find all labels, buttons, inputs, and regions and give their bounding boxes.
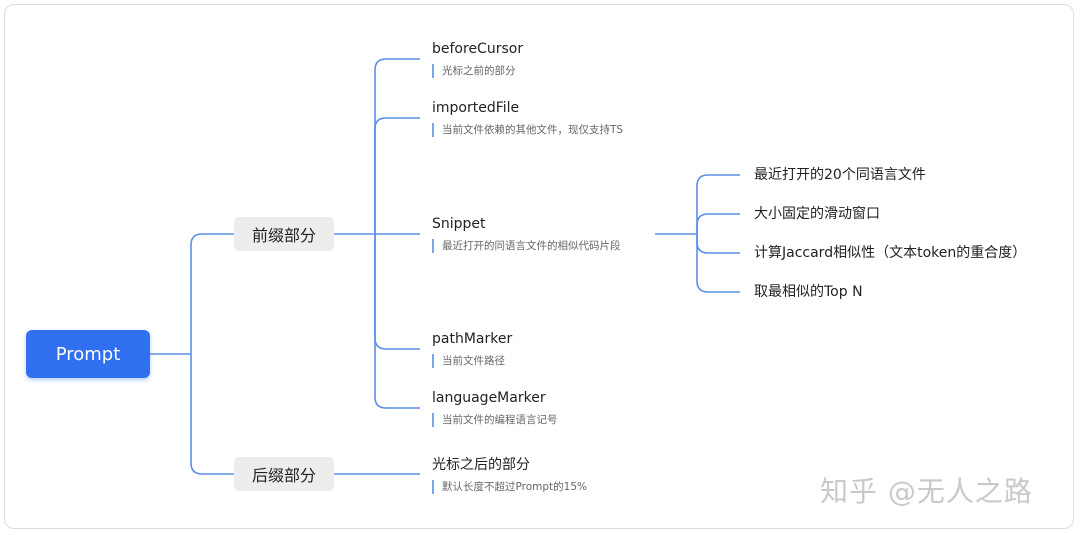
leaf-title: Snippet — [432, 216, 486, 232]
edge-snippet-child-2 — [696, 213, 740, 234]
branch-node-prefix: 前缀部分 — [234, 217, 334, 251]
snippet-child-top-n: 取最相似的Top N — [754, 284, 863, 300]
leaf-title: 光标之后的部分 — [432, 457, 530, 473]
edge-snippet-child-4 — [696, 234, 740, 293]
leaf-languagemarker: languageMarker 当前文件的编程语言记号 — [432, 389, 558, 427]
edge-prefix-beforecursor — [374, 58, 420, 234]
leaf-snippet: Snippet 最近打开的同语言文件的相似代码片段 — [432, 215, 621, 253]
leaf-beforecursor: beforeCursor 光标之前的部分 — [432, 40, 523, 78]
leaf-title: pathMarker — [432, 331, 513, 347]
leaf-desc: 当前文件路径 — [432, 354, 512, 368]
leaf-importedfile: importedFile 当前文件依赖的其他文件，现仅支持TS — [432, 99, 623, 137]
snippet-child-jaccard: 计算Jaccard相似性（文本token的重合度） — [754, 245, 1027, 261]
leaf-desc: 当前文件的编程语言记号 — [432, 413, 558, 427]
leaf-desc: 默认长度不超过Prompt的15% — [432, 480, 587, 494]
leaf-pathmarker: pathMarker 当前文件路径 — [432, 330, 512, 368]
root-node-prompt: Prompt — [26, 330, 150, 378]
snippet-child-sliding-window: 大小固定的滑动窗口 — [754, 206, 880, 222]
edge-root-suffix — [190, 354, 234, 475]
leaf-desc: 最近打开的同语言文件的相似代码片段 — [432, 239, 621, 253]
leaf-title: languageMarker — [432, 390, 546, 406]
leaf-title: importedFile — [432, 100, 520, 116]
edge-prefix-languagemarker — [374, 234, 420, 409]
leaf-desc: 光标之前的部分 — [432, 64, 523, 78]
edge-root-prefix — [190, 233, 234, 354]
edge-snippet-child-3 — [696, 234, 740, 254]
branch-node-suffix: 后缀部分 — [234, 457, 334, 491]
leaf-desc: 当前文件依赖的其他文件，现仅支持TS — [432, 123, 623, 137]
edge-prefix-importedfile — [374, 117, 420, 234]
diagram-frame — [4, 4, 1074, 529]
edge-snippet-child-1 — [696, 174, 740, 234]
edge-prefix-pathmarker — [374, 234, 420, 350]
leaf-title: beforeCursor — [432, 41, 524, 57]
snippet-child-recent-files: 最近打开的20个同语言文件 — [754, 167, 926, 183]
watermark-text: 知乎 @无人之路 — [820, 475, 1033, 508]
leaf-after-cursor: 光标之后的部分 默认长度不超过Prompt的15% — [432, 456, 587, 494]
